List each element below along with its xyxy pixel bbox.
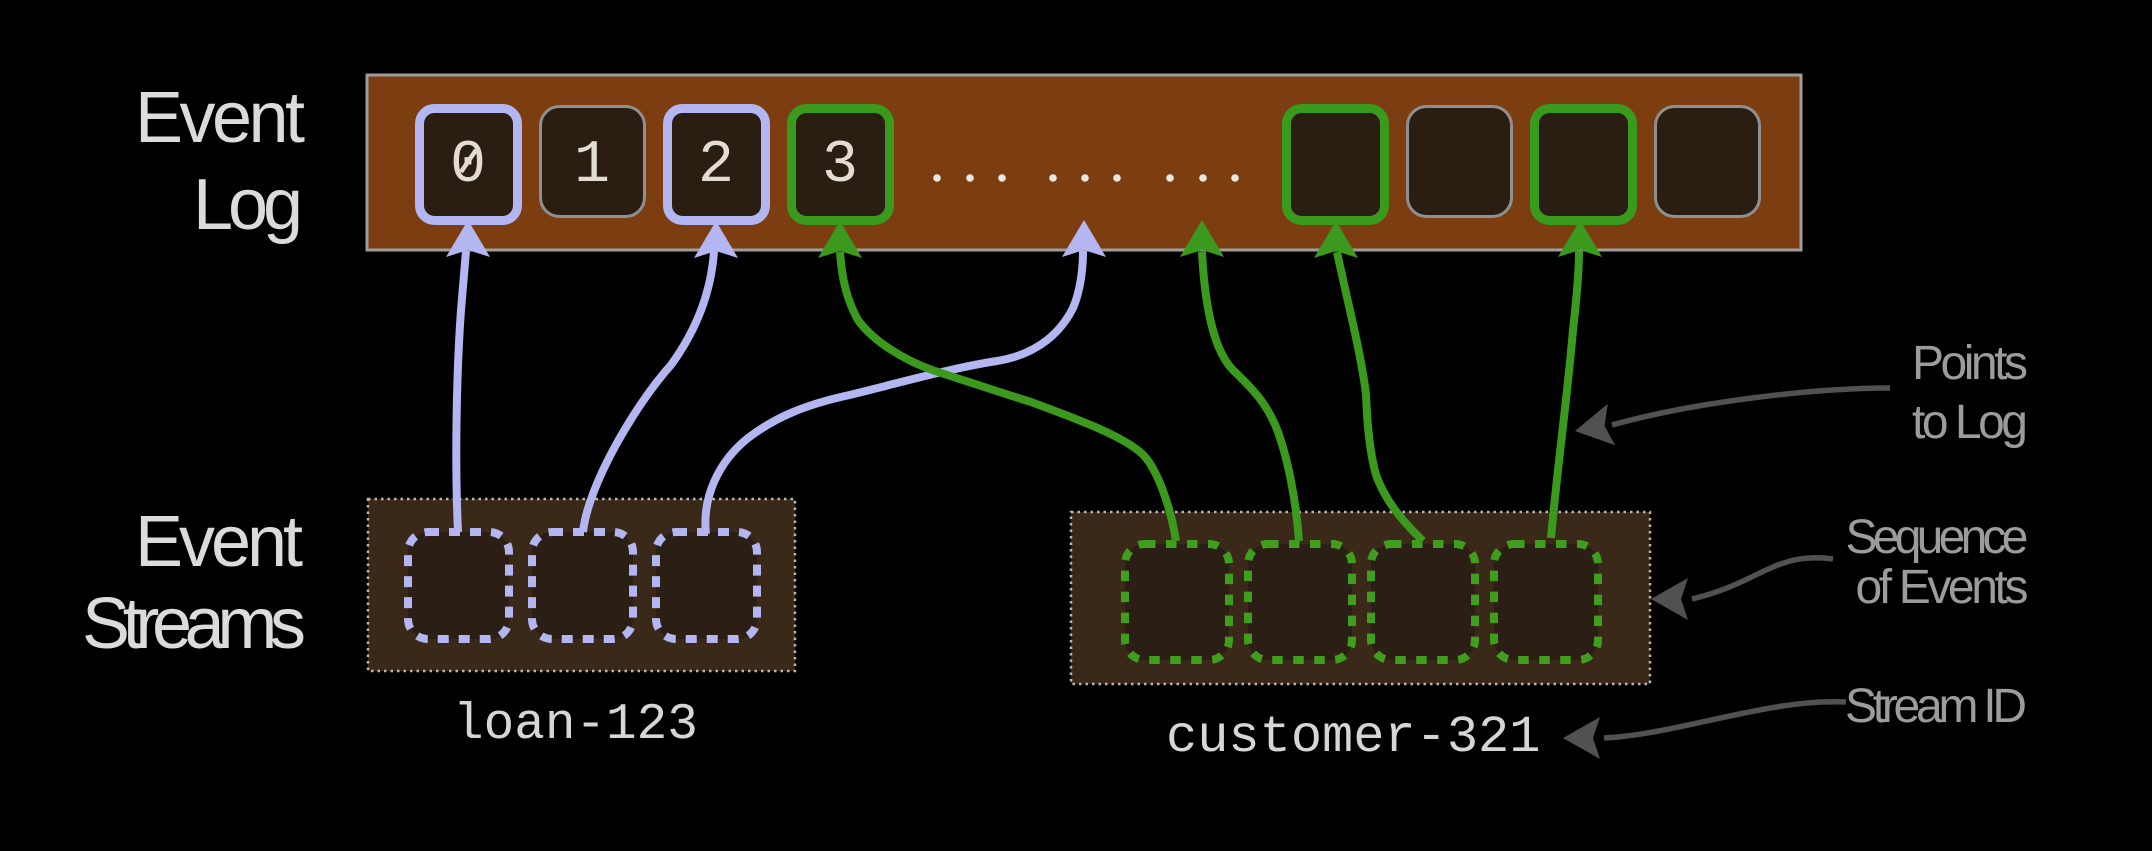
svg-text:to Log: to Log bbox=[1912, 396, 2028, 449]
svg-text:Event: Event bbox=[135, 78, 305, 158]
svg-text:loan-123: loan-123 bbox=[453, 697, 698, 754]
svg-text:customer-321: customer-321 bbox=[1166, 708, 1540, 767]
svg-text:Stream ID: Stream ID bbox=[1845, 680, 2027, 733]
svg-text:1: 1 bbox=[574, 132, 610, 200]
svg-text:of Events: of Events bbox=[1856, 561, 2029, 614]
svg-text:Points: Points bbox=[1912, 337, 2028, 390]
svg-text:3: 3 bbox=[822, 132, 858, 200]
svg-text:Event: Event bbox=[135, 502, 303, 582]
svg-text:Log: Log bbox=[193, 165, 303, 245]
svg-text:Sequence: Sequence bbox=[1846, 511, 2029, 564]
svg-text:2: 2 bbox=[698, 132, 734, 200]
svg-text:0: 0 bbox=[450, 132, 486, 200]
svg-text:Streams: Streams bbox=[82, 584, 306, 664]
